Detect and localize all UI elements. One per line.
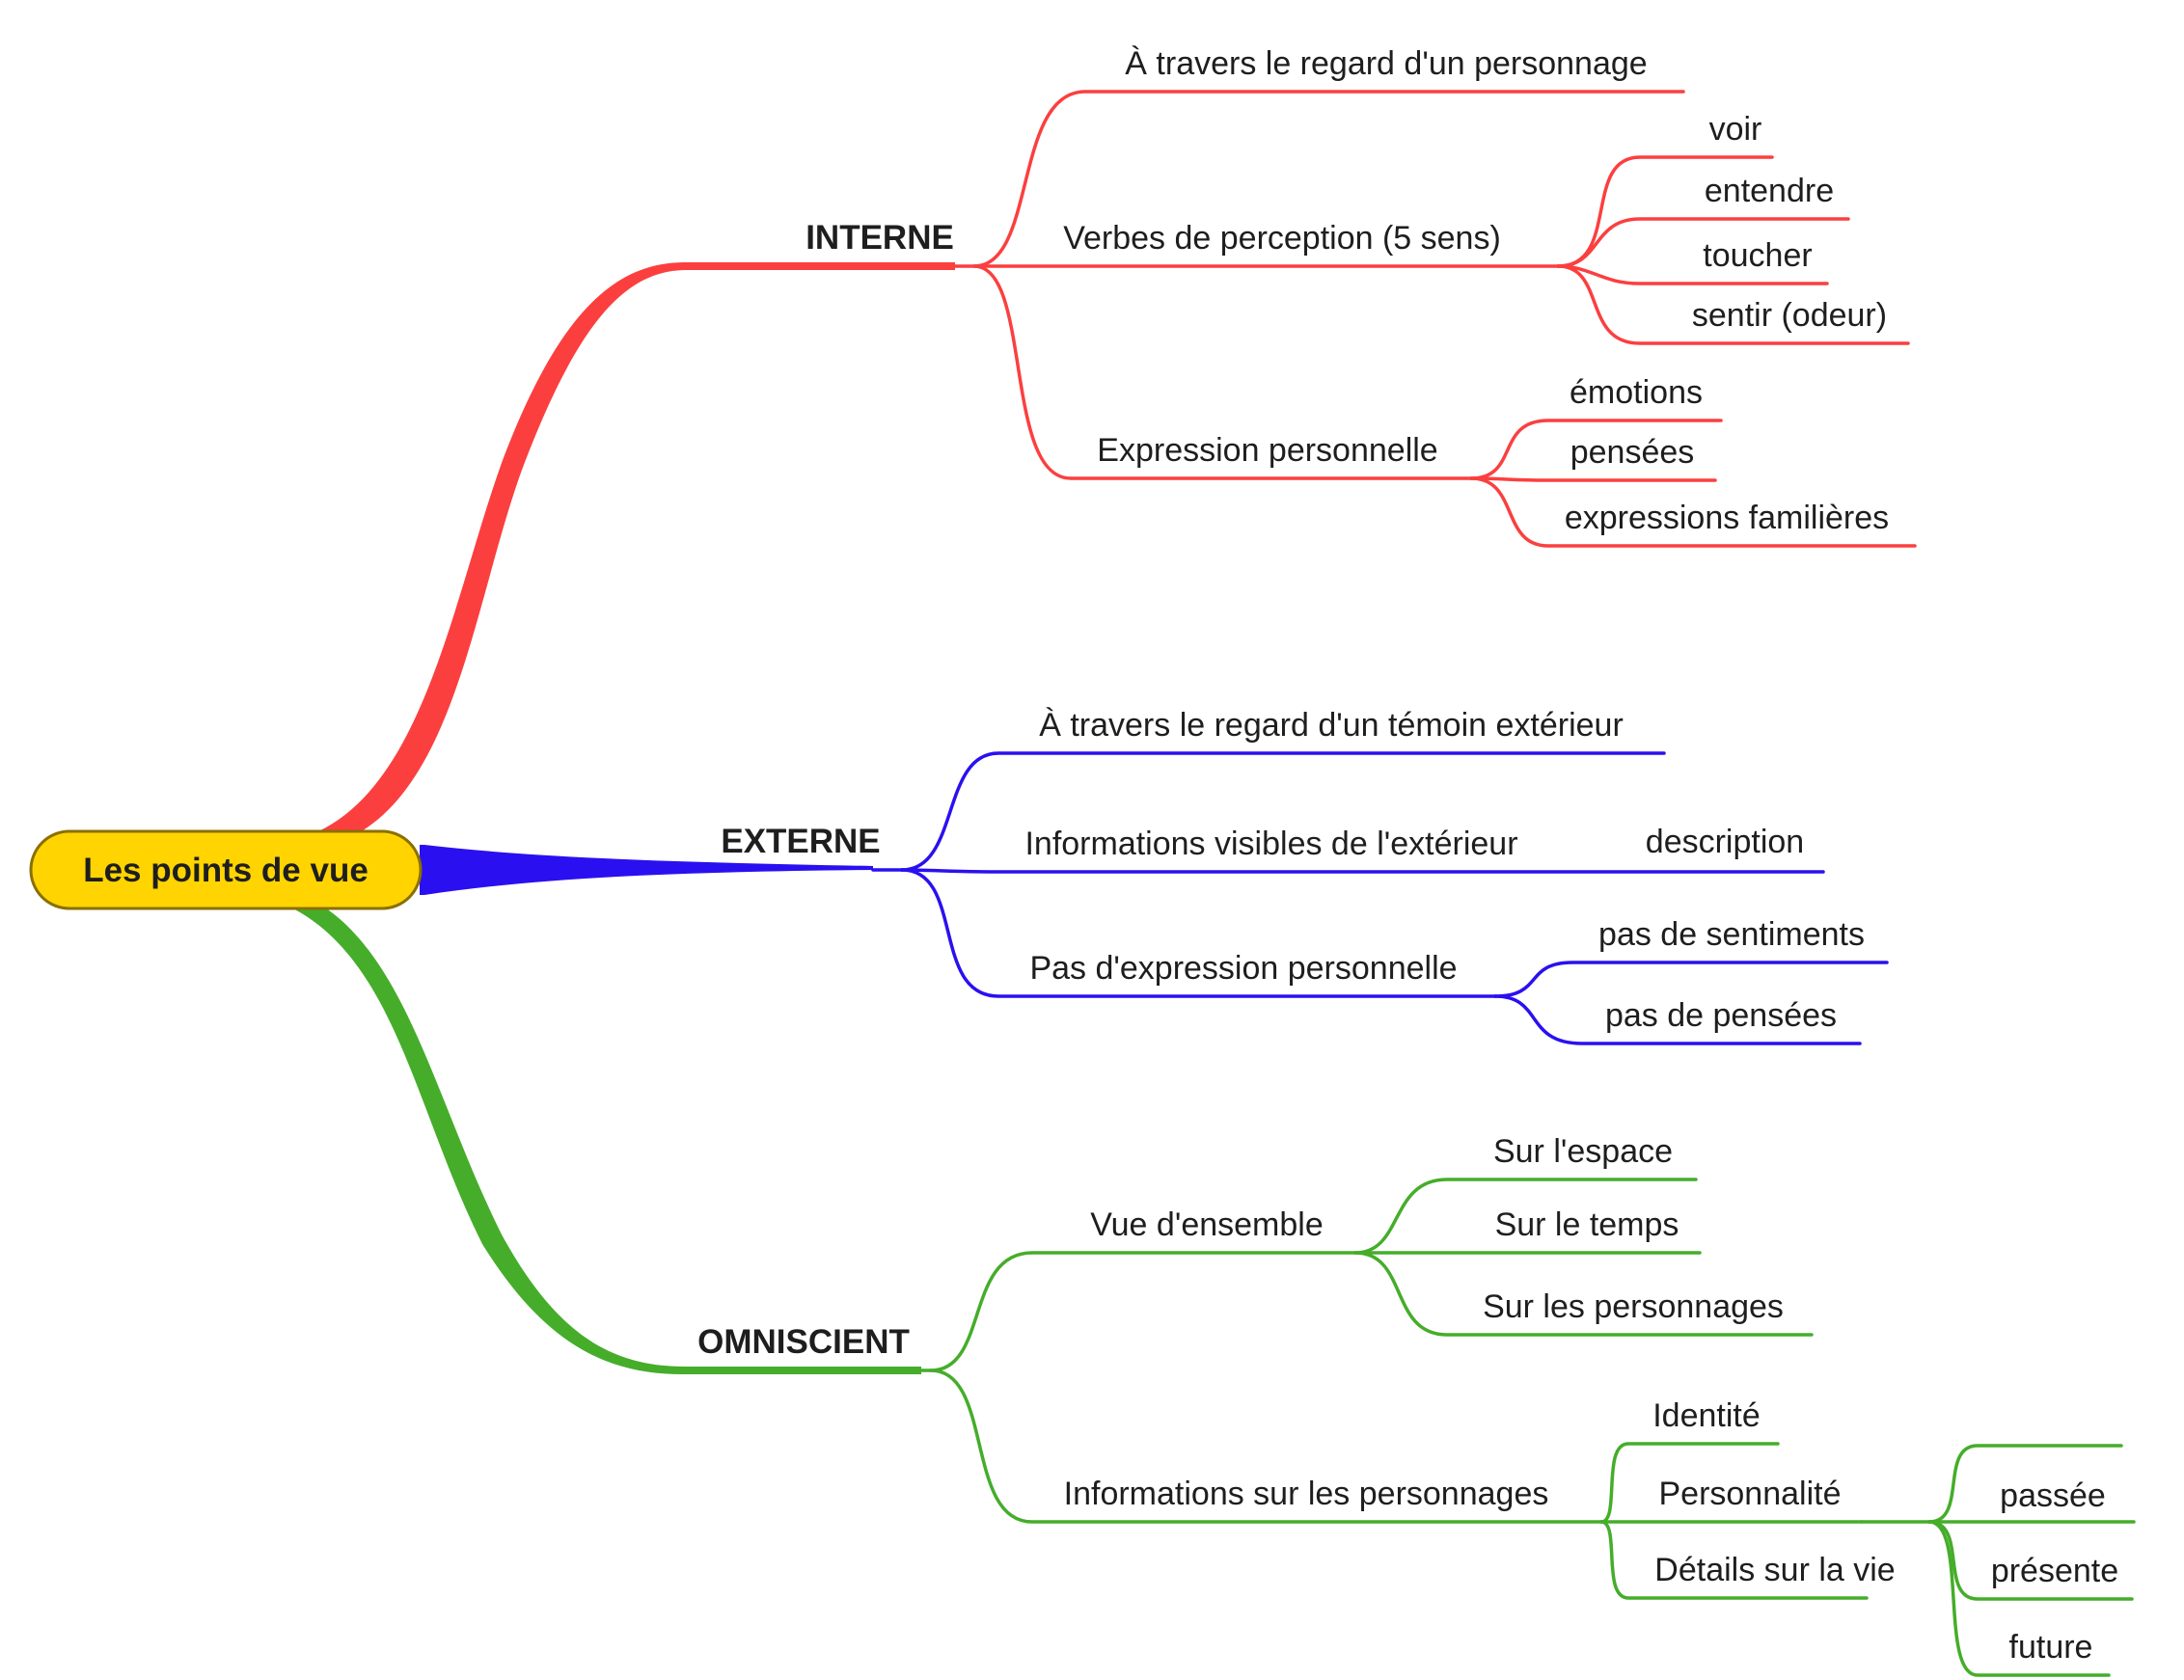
edge <box>929 1368 1603 1524</box>
connector-interne <box>318 262 955 843</box>
branch-label-interne[interactable]: INTERNE <box>805 219 954 257</box>
connector-omniscient <box>289 897 921 1374</box>
branch-externe: EXTERNE À travers le regard d'un témoin … <box>721 707 1889 1045</box>
root-node[interactable]: Les points de vue <box>29 829 423 910</box>
node-regard-temoin[interactable]: À travers le regard d'un témoin extérieu… <box>1039 707 1624 744</box>
node-expression-personnelle[interactable]: Expression personnelle <box>1097 432 1437 469</box>
node-future[interactable]: future <box>2009 1629 2093 1666</box>
node-description[interactable]: description <box>1646 824 1804 860</box>
node-informations-personnages[interactable]: Informations sur les personnages <box>1064 1476 1549 1512</box>
root-connectors <box>289 262 955 1374</box>
edge <box>1927 1444 2123 1524</box>
root-node-label: Les points de vue <box>83 852 369 889</box>
node-pensees[interactable]: pensées <box>1570 434 1695 471</box>
edge <box>900 868 1825 874</box>
branch-omniscient: OMNISCIENT Vue d'ensemble Sur l'espace S… <box>697 1133 2136 1677</box>
branch-label-omniscient[interactable]: OMNISCIENT <box>697 1323 910 1361</box>
root-node-box <box>29 829 423 910</box>
edge <box>929 1251 1357 1372</box>
edge <box>1493 994 1862 1045</box>
node-emotions[interactable]: émotions <box>1570 374 1703 411</box>
node-toucher[interactable]: toucher <box>1703 237 1812 274</box>
node-sentir[interactable]: sentir (odeur) <box>1692 297 1887 334</box>
node-pas-expression[interactable]: Pas d'expression personnelle <box>1029 950 1457 987</box>
node-passee[interactable]: passée <box>2000 1477 2106 1514</box>
node-vue-ensemble[interactable]: Vue d'ensemble <box>1090 1206 1324 1243</box>
node-informations-visibles[interactable]: Informations visibles de l'extérieur <box>1024 826 1517 862</box>
edge <box>1469 419 1723 480</box>
node-entendre[interactable]: entendre <box>1705 173 1834 209</box>
node-presente[interactable]: présente <box>1991 1553 2118 1589</box>
node-details-vie[interactable]: Détails sur la vie <box>1654 1552 1895 1588</box>
node-identite[interactable]: Identité <box>1652 1397 1761 1434</box>
edge <box>900 751 1666 872</box>
branch-label-externe[interactable]: EXTERNE <box>721 823 880 860</box>
edge <box>1353 1251 1814 1337</box>
node-sur-espace[interactable]: Sur l'espace <box>1493 1133 1673 1170</box>
node-sur-personnages[interactable]: Sur les personnages <box>1483 1288 1784 1325</box>
edge <box>900 868 1497 998</box>
node-personnalite[interactable]: Personnalité <box>1658 1476 1841 1512</box>
edge <box>1353 1178 1698 1255</box>
edge <box>1469 476 1717 482</box>
node-pas-sentiments[interactable]: pas de sentiments <box>1598 916 1865 953</box>
edge <box>1599 1520 1869 1600</box>
edge <box>1927 1520 2134 1601</box>
connector-externe <box>420 845 873 895</box>
edge <box>972 264 1473 480</box>
edge <box>1599 1442 1780 1524</box>
branch-interne: INTERNE À travers le regard d'un personn… <box>805 45 1917 548</box>
node-sur-temps[interactable]: Sur le temps <box>1495 1206 1679 1243</box>
edge <box>972 90 1685 268</box>
edge <box>1469 476 1917 548</box>
edge <box>1927 1520 2111 1677</box>
node-verbes-perception[interactable]: Verbes de perception (5 sens) <box>1063 220 1501 257</box>
edge <box>1493 961 1889 998</box>
edge <box>1556 264 1910 345</box>
node-pas-pensees[interactable]: pas de pensées <box>1605 997 1837 1034</box>
edge <box>1556 217 1850 268</box>
node-expressions-familieres[interactable]: expressions familières <box>1565 500 1889 536</box>
node-regard-personnage[interactable]: À travers le regard d'un personnage <box>1125 45 1647 82</box>
node-voir[interactable]: voir <box>1709 111 1762 148</box>
